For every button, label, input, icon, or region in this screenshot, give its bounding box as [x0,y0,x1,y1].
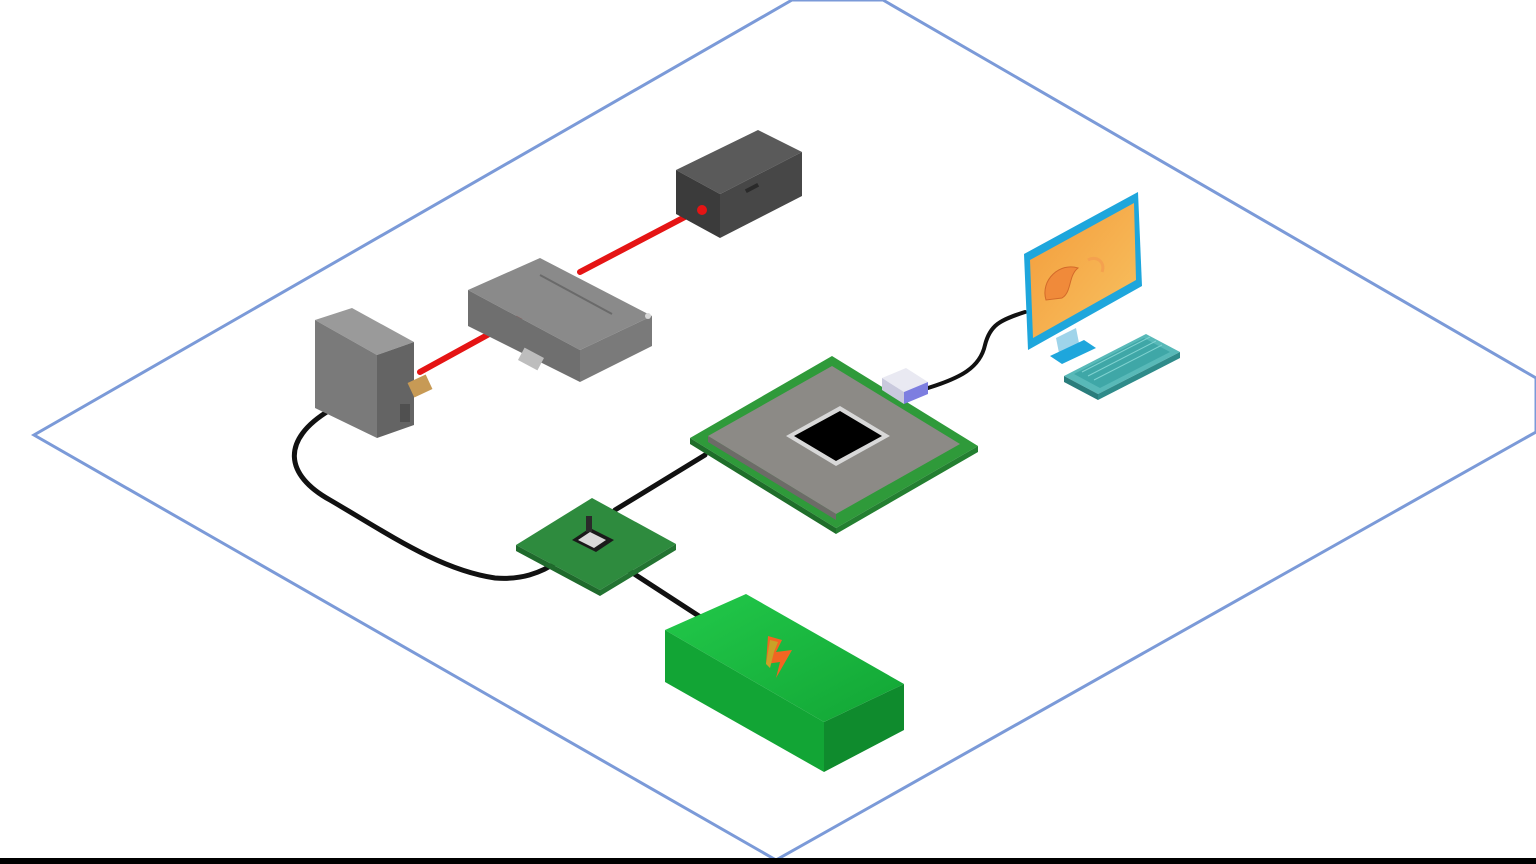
usb-connector [882,368,928,404]
chip-icon [572,516,614,552]
relay-box [468,258,652,382]
main-board [690,356,978,534]
battery-bolt-icon [766,636,792,678]
processor-icon [786,406,890,466]
battery [665,594,904,772]
power-cable-smallboard-mainboard [612,452,708,513]
controller-box [315,308,433,438]
computer [1024,192,1180,400]
keyboard-icon [1064,334,1180,400]
bottom-edge-bar [0,858,1536,864]
power-cable-smallboard-battery [622,565,708,623]
power-cable-controller-smallboard [291,407,563,581]
platform-outline [30,0,1536,862]
data-cable-relay-sensor [577,205,705,275]
small-board [516,498,676,596]
monitor-icon [1024,192,1142,364]
power-cable-mainboard-computer [926,310,1027,390]
sensor-module [676,130,802,238]
